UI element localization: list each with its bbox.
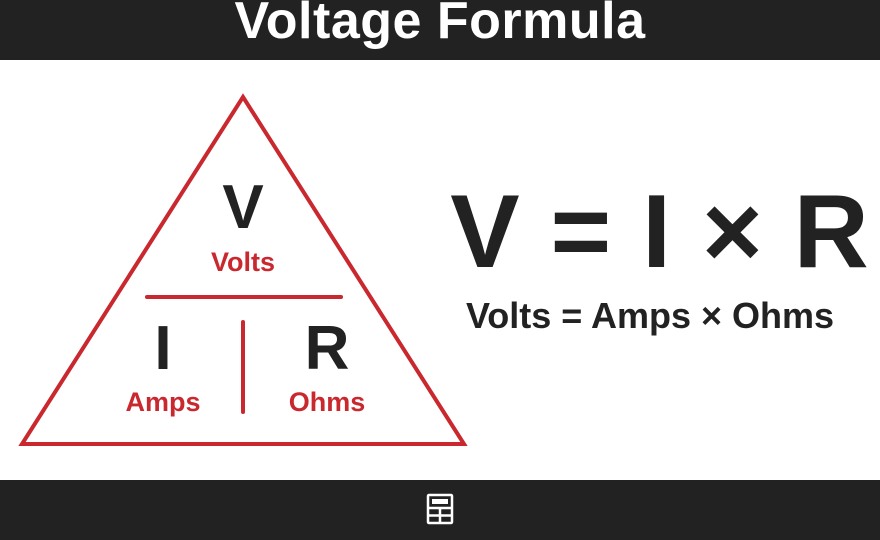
formula-words: Volts = Amps × Ohms	[465, 295, 835, 336]
ohms-law-triangle	[18, 93, 468, 446]
ohms-law-diagram: V Volts I Amps R Ohms V = I × R Volts = …	[0, 60, 880, 480]
footer-bar	[0, 480, 880, 540]
triangle-bottom-left-symbol: I	[154, 314, 172, 383]
triangle-outline	[18, 93, 468, 446]
title-bar: Voltage Formula	[0, 0, 880, 60]
triangle-bottom-right-symbol: R	[304, 314, 350, 383]
triangle-bottom-left-unit: Amps	[125, 387, 201, 417]
page-title: Voltage Formula	[234, 0, 646, 50]
formula-symbolic: V = I × R	[450, 174, 870, 290]
triangle-bottom-right-unit: Ohms	[288, 387, 366, 417]
triangle-top-symbol: V	[222, 173, 264, 242]
triangle-top-unit: Volts	[210, 247, 275, 277]
calculator-icon	[426, 493, 454, 525]
